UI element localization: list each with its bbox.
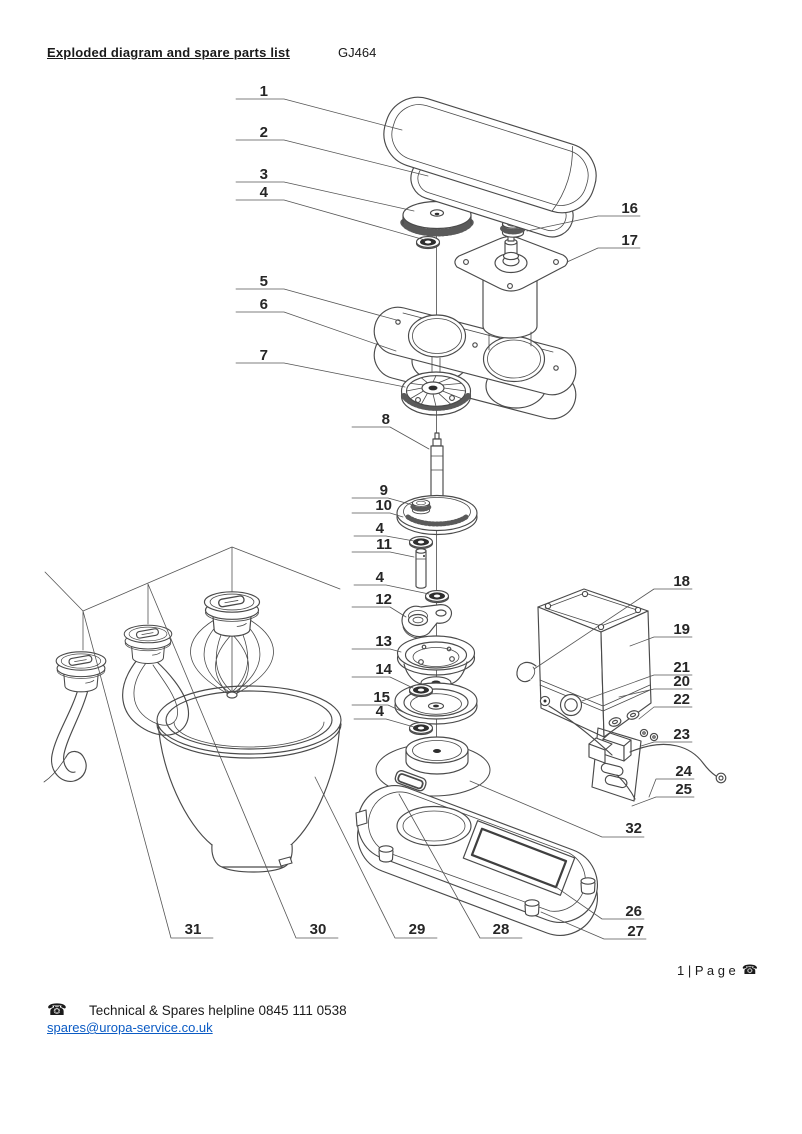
callout-12: 12	[375, 591, 392, 608]
head-cover	[383, 96, 597, 214]
callout-16: 16	[621, 200, 638, 217]
rubber-foot	[524, 899, 540, 917]
callout-31: 31	[185, 921, 202, 938]
mixing-bowl	[156, 685, 342, 873]
attachment-cap	[123, 624, 173, 665]
callout-1: 1	[260, 83, 268, 100]
callout-11: 11	[376, 536, 392, 553]
callout-22: 22	[673, 691, 690, 708]
callout-4c: 4	[376, 569, 385, 586]
motor	[454, 234, 569, 351]
callout-30: 30	[310, 921, 327, 938]
phone-icon: ☎	[47, 1002, 67, 1019]
callout-15: 15	[373, 689, 390, 706]
washer-mid-3	[408, 684, 434, 698]
callout-20: 20	[673, 673, 690, 690]
wires	[548, 705, 727, 800]
speed-knob	[559, 693, 583, 717]
rubber-foot	[378, 845, 394, 863]
terminal-blocks	[588, 728, 659, 789]
callout-3: 3	[260, 166, 268, 183]
flat-beater	[122, 659, 190, 736]
washer-bottom	[408, 722, 434, 736]
crank-block	[401, 604, 452, 639]
callout-18: 18	[673, 573, 690, 590]
callout-28: 28	[493, 921, 510, 938]
callout-10: 10	[375, 497, 392, 514]
callout-2: 2	[260, 124, 268, 141]
phone-icon: ☎	[741, 962, 758, 977]
pin	[415, 548, 427, 589]
gear-plate-upper	[373, 306, 577, 396]
callout-25: 25	[675, 781, 692, 798]
terminal-plate	[591, 727, 642, 802]
page-title: Exploded diagram and spare parts list	[47, 45, 290, 60]
rubber-foot	[580, 877, 596, 895]
callout-5: 5	[260, 273, 268, 290]
model-number: GJ464	[338, 45, 377, 60]
callout-8: 8	[382, 411, 390, 428]
dough-hook	[43, 685, 90, 783]
diagram-art: 1 2 3 4 5 6 7 8 9 10 4 11 4 12 13 14 15 …	[43, 83, 727, 940]
email-link[interactable]: spares@uropa-service.co.uk	[47, 1020, 213, 1035]
callout-7: 7	[260, 347, 268, 364]
callout-9: 9	[380, 482, 388, 499]
callout-13: 13	[375, 633, 392, 650]
planet-shaft	[430, 432, 444, 508]
pinion-gear	[412, 500, 429, 514]
callout-4d: 4	[376, 703, 385, 720]
page-number: 1 | P a g e ☎	[677, 962, 758, 978]
drive-gear	[400, 200, 474, 237]
callout-27: 27	[627, 923, 644, 940]
balloon-whisk	[190, 619, 274, 699]
callout-23: 23	[673, 726, 690, 743]
callout-labels: 1 2 3 4 5 6 7 8 9 10 4 11 4 12 13 14 15 …	[185, 83, 693, 940]
page-number-text: 1 | P a g e	[677, 962, 736, 978]
callout-6: 6	[260, 296, 268, 313]
callout-17: 17	[621, 232, 638, 249]
callout-19: 19	[673, 621, 690, 638]
attachment-cap	[203, 591, 261, 637]
callout-21: 21	[673, 659, 690, 676]
callout-4: 4	[260, 184, 269, 201]
fan-wheel	[400, 371, 472, 416]
bearing-housing	[396, 635, 476, 690]
callout-4b: 4	[376, 520, 385, 537]
callout-32: 32	[625, 820, 642, 837]
attachment-cap	[55, 651, 107, 693]
callout-leader-lines	[44, 98, 695, 940]
helpline: ☎ Technical & Spares helpline 0845 111 0…	[47, 1000, 347, 1020]
helpline-text: Technical & Spares helpline 0845 111 053…	[88, 1002, 347, 1018]
callout-29: 29	[409, 921, 426, 938]
washer-mid-1	[408, 536, 434, 550]
pulley	[396, 494, 478, 536]
support-ring	[394, 682, 478, 725]
callout-24: 24	[675, 763, 692, 780]
callout-14: 14	[375, 661, 392, 678]
switch-hole	[608, 717, 622, 727]
brush-clip	[516, 661, 537, 683]
washer-mid-2	[424, 590, 450, 604]
turntable	[375, 736, 491, 797]
control-box	[516, 588, 727, 802]
switch-hole	[626, 710, 640, 720]
callout-26: 26	[625, 903, 642, 920]
